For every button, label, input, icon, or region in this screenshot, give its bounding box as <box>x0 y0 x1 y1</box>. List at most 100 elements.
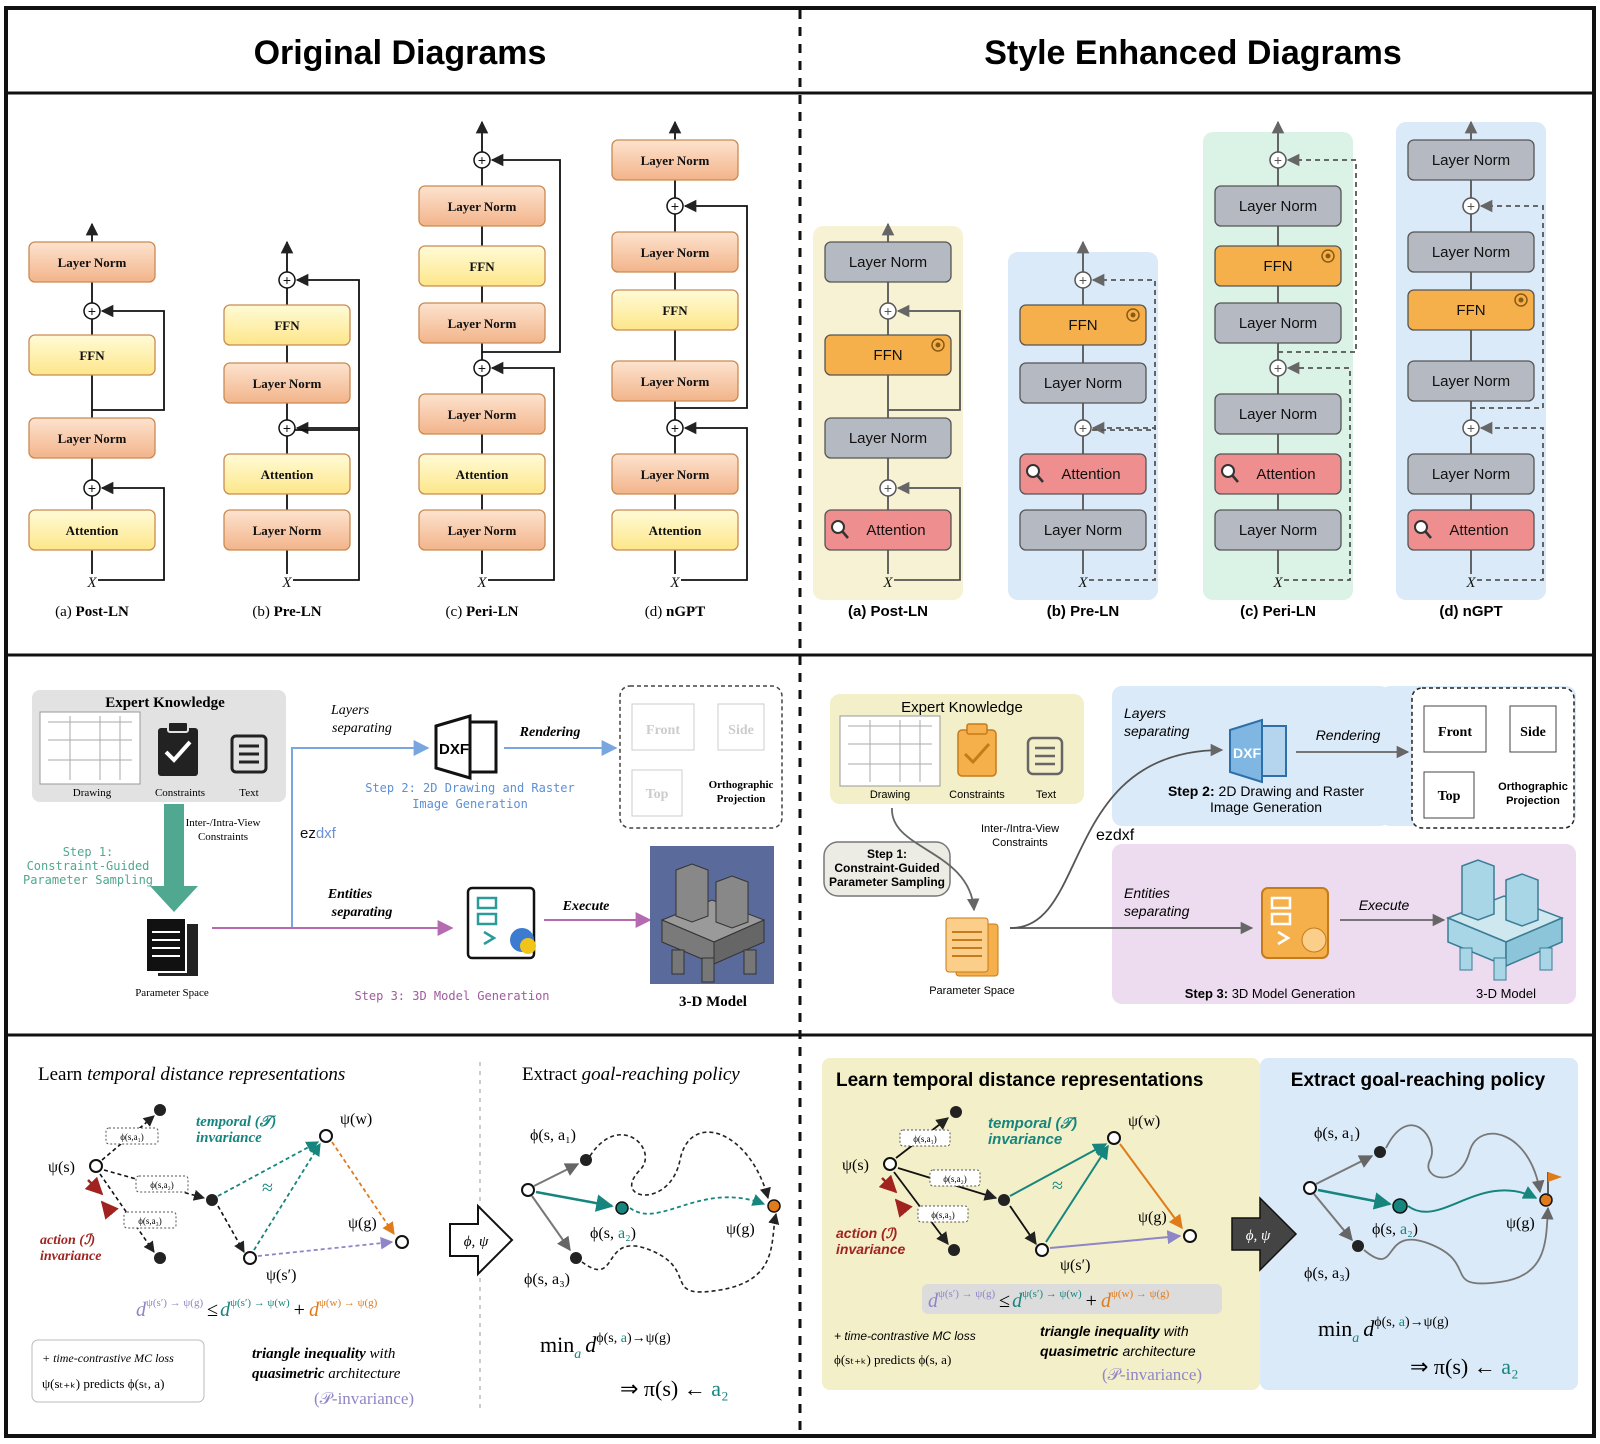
add-node <box>879 479 897 497</box>
diagram-caption: (b) Pre-LN <box>1047 603 1120 620</box>
attention-block <box>1019 453 1147 495</box>
layers-label-1-enh: Layers <box>1124 705 1166 721</box>
parameter-space-icon-enh <box>945 917 999 977</box>
edge-s-a3 <box>99 1173 155 1253</box>
add-node <box>278 419 296 437</box>
layer-norm-block <box>1019 362 1147 404</box>
input-x-label: X <box>86 575 97 591</box>
drawing-label-enh: Drawing <box>870 789 910 801</box>
layer-norm-block <box>1407 231 1535 273</box>
block-label: Layer Norm <box>448 199 517 214</box>
ortho-label-1-enh: Orthographic <box>1498 781 1568 793</box>
drawing-thumbnail <box>39 711 141 785</box>
add-node <box>879 302 897 320</box>
temporal-distance-enhanced: Learn temporal distance representations … <box>822 1058 1578 1390</box>
front-view-label: Front <box>646 723 680 738</box>
add-node-symbol: + <box>1274 360 1282 376</box>
node-a2 <box>206 1194 218 1206</box>
edge-sp-g-enh <box>1049 1230 1182 1249</box>
input-x-label: X <box>669 575 680 591</box>
add-node-symbol: + <box>1274 152 1282 168</box>
extract-panel-enh <box>1260 1058 1578 1390</box>
goal-flag-icon <box>1547 1172 1562 1196</box>
add-node <box>1462 419 1480 437</box>
add-node-symbol: + <box>88 303 96 319</box>
label-psi-g: ψ(g) <box>348 1215 377 1232</box>
block-label: Layer Norm <box>1239 198 1317 215</box>
input-x-label: X <box>882 575 893 591</box>
parameter-space-icon <box>145 917 198 976</box>
residual-connection <box>488 361 555 581</box>
block-label: Layer Norm <box>253 523 322 538</box>
block-label: Layer Norm <box>641 153 710 168</box>
diagram-caption: (d) nGPT <box>1439 603 1502 620</box>
policy-a1-node <box>580 1154 592 1166</box>
attention-block <box>1407 509 1535 551</box>
add-node-symbol: + <box>88 480 96 496</box>
add-node-symbol: + <box>671 420 679 436</box>
step1-line2: Constraint-Guided <box>27 859 150 873</box>
block-label: Layer Norm <box>1044 522 1122 539</box>
add-node <box>473 151 491 169</box>
policy-path-a3 <box>581 1212 780 1293</box>
add-node-symbol: + <box>1079 420 1087 436</box>
label-psi-w-enh: ψ(w) <box>1128 1113 1160 1130</box>
tilde-sign: ≈ <box>262 1177 273 1199</box>
chip-a2-text: ϕ(s,a₂) <box>150 1180 174 1190</box>
tri-ineq-line1: triangle inequality with <box>252 1346 395 1362</box>
clipboard-check-icon-enh <box>957 723 997 777</box>
step1-arrow <box>150 804 198 912</box>
step2-line1-enh: Step 2: 2D Drawing and Raster <box>1168 783 1364 799</box>
constraints-label: Constraints <box>155 787 205 799</box>
block-label: Attention <box>649 523 702 538</box>
label-psi-sp: ψ(s′) <box>266 1267 296 1284</box>
policy-path-a1 <box>589 1131 771 1200</box>
step2-line2: Image Generation <box>412 797 528 811</box>
node-psi-s-enh <box>883 1157 897 1171</box>
3d-model-label: 3-D Model <box>679 994 747 1010</box>
action-invariance-2: invariance <box>40 1249 101 1264</box>
block-label: Layer Norm <box>448 407 517 422</box>
add-node-symbol: + <box>283 272 291 288</box>
phi-psi-label: ϕ, ψ <box>464 1234 489 1250</box>
3d-model-label-enh: 3-D Model <box>1476 986 1536 1001</box>
block-label: Attention <box>1449 522 1508 539</box>
text-document-icon-enh <box>1026 736 1064 776</box>
diagram-caption: (a) Post-LN <box>848 603 928 620</box>
edge-a2-w <box>217 1141 320 1197</box>
layer-norm-block <box>1407 453 1535 495</box>
edge-w-g-enh <box>1119 1143 1183 1230</box>
policy-path-a3-enh <box>1363 1206 1554 1285</box>
policy-label-a3: ϕ(s, a₃) <box>524 1271 570 1288</box>
side-view-label: Side <box>728 723 754 738</box>
entities-label-1-enh: Entities <box>1124 885 1170 901</box>
policy-a3-node-enh <box>1352 1240 1364 1252</box>
add-node <box>666 197 684 215</box>
label-psi-w: ψ(w) <box>340 1111 372 1128</box>
tilde-sign-enh: ≈ <box>1052 1175 1063 1197</box>
gear-icon <box>1514 293 1528 307</box>
chip-a2-enh <box>929 1169 981 1187</box>
policy-label-goal-enh: ψ(g) <box>1506 1215 1535 1232</box>
layer-norm-block <box>611 231 739 273</box>
block-label: Layer Norm <box>641 374 710 389</box>
expert-knowledge-title: Expert Knowledge <box>105 695 225 711</box>
dxf-icon-text: DXF <box>439 741 469 758</box>
entities-label-2: separating <box>331 905 393 920</box>
tc-loss-line2-enh: ϕ(sₜ₊ₖ) predicts ϕ(s, a) <box>834 1352 951 1367</box>
layer-norm-block <box>611 360 739 402</box>
block-label: Layer Norm <box>1044 375 1122 392</box>
node-psi-g <box>395 1235 409 1249</box>
step1-line3-enh: Parameter Sampling <box>829 875 945 889</box>
layer-norm-block <box>611 139 739 181</box>
gear-icon <box>1126 308 1140 322</box>
policy-edge-a1-enh <box>1315 1155 1374 1185</box>
diagram-caption: (b) Pre-LN <box>252 604 321 620</box>
step1-badge-enh <box>823 841 951 897</box>
add-node <box>83 479 101 497</box>
text-label-enh: Text <box>1036 789 1056 801</box>
